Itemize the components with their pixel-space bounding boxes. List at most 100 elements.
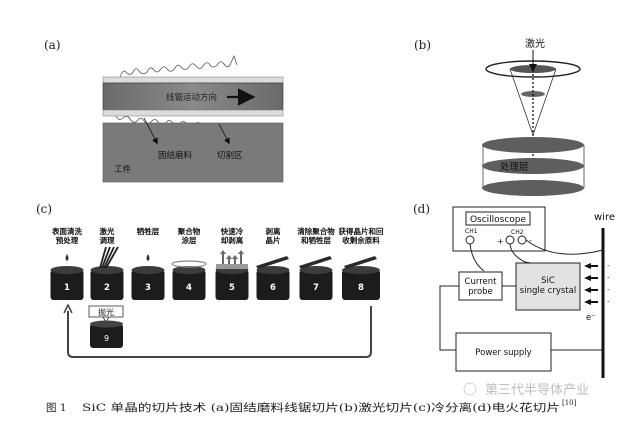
drum-top [90, 266, 124, 274]
caption-ref: [10] [562, 399, 577, 407]
step-label-line2: 调理 [100, 236, 115, 245]
left-loop-wire [439, 285, 459, 351]
drum-top [342, 266, 380, 274]
polymer-layer [216, 264, 248, 269]
drum-number: 7 [313, 283, 319, 293]
abrasive-grains-top [119, 54, 238, 78]
cone-left [509, 68, 534, 136]
workpiece-label: 工件 [114, 164, 132, 175]
step-label-line1: 表面清洗 [52, 226, 82, 236]
electron-arrow-icon [584, 287, 598, 293]
lifted-wafer [344, 256, 377, 269]
drum-top [131, 266, 165, 274]
workpiece [102, 122, 284, 183]
ch1-label: CH1 [465, 228, 478, 235]
step-label-line1: 获得晶片和回 [339, 226, 384, 236]
electron-arrow-icon [584, 263, 598, 269]
step-label-line2: 收剩余原料 [342, 235, 380, 245]
drum-body [50, 270, 84, 300]
watermark-logo-icon [463, 382, 477, 396]
panel-c-label: (c) [36, 202, 52, 216]
drum-number: 2 [104, 283, 110, 293]
step-label-line2: 和牺牲层 [301, 235, 331, 245]
drum-9-number: 9 [104, 334, 109, 343]
cylinder-top [482, 137, 584, 153]
cylinder-bottom [482, 180, 584, 196]
laser-beam-icon [105, 246, 119, 269]
step-label-line2: 涂层 [182, 235, 197, 245]
laser-beam-icon [101, 246, 111, 269]
drum-body [90, 270, 124, 300]
panel-c: (c) 表面清洗预处理1激光调理2牺牲层3聚合物涂层4快速冷却剥离5剥离晶片6清… [36, 202, 384, 358]
ch1-terminal [465, 235, 475, 245]
cut-zone-pointer [218, 123, 230, 145]
drum-number: 8 [358, 283, 364, 293]
drum-body [256, 270, 290, 300]
drum-body [131, 270, 165, 300]
processed-layer-disc [482, 158, 584, 174]
drum-body [299, 270, 333, 300]
step-label-line1: 剥离 [266, 226, 281, 236]
laser-label: 激光 [525, 37, 545, 50]
processed-layer-label: 处理层 [500, 161, 529, 173]
polish-label: 抛光 [98, 307, 114, 317]
step-label-line2: 预处理 [56, 235, 79, 245]
ch2-minus-lead [525, 239, 604, 255]
polymer-coating [171, 260, 207, 268]
power-supply-box [455, 332, 552, 372]
electron-arrow-icon [584, 299, 598, 305]
step-label-line1: 牺牲层 [137, 226, 160, 236]
wire-coating-top [102, 76, 284, 84]
sic-crystal-box [515, 262, 581, 311]
step-label-line1: 聚合物 [177, 226, 201, 236]
oscilloscope-label: Oscilloscope [470, 215, 527, 225]
power-supply-label: Power supply [475, 348, 531, 358]
caption-text: SiC 单晶的切片技术 (a)固结磨料线锯切片(b)激光切片(c)冷分离(d)电… [82, 401, 560, 414]
drum-body [172, 270, 206, 300]
drum-top [299, 266, 333, 274]
ch1-lead [469, 243, 485, 272]
cooling-arrow-head [226, 255, 232, 259]
plus-sign: + [497, 237, 504, 246]
electron-label: e⁻ [586, 313, 596, 323]
wire-coating-bottom [102, 109, 284, 117]
drum-number: 3 [145, 283, 151, 293]
current-probe-label-2: probe [468, 287, 493, 297]
laser-beam-icon [103, 246, 115, 269]
droplet-icon [146, 254, 150, 261]
step-label-line2: 却剥离 [221, 235, 244, 245]
panel-b-label: (b) [414, 38, 431, 52]
charge-mark: - [607, 262, 610, 270]
panel-d: (d) Oscilloscope CH1 CH2 + - wire Curren… [413, 202, 615, 378]
cut-zone-label: 切割区 [217, 150, 243, 161]
lifted-wafer [299, 256, 332, 269]
drum-top [172, 266, 206, 274]
charge-mark: - [607, 286, 610, 294]
drum-number: 4 [186, 283, 192, 293]
caption-prefix: 图 1 [46, 402, 67, 414]
drum-body [215, 270, 249, 300]
oscilloscope-title-box [465, 211, 531, 226]
cooling-arrow-head [220, 250, 226, 254]
panel-b: (b) 激光 处理层 [414, 37, 585, 196]
ch2-plus-terminal [505, 235, 515, 245]
step-label-line1: 清除聚合物 [297, 226, 335, 236]
ch2-label: CH2 [511, 229, 524, 236]
current-probe-label-1: Current [465, 277, 498, 287]
wire-direction-label: 线锯运动方向 [166, 92, 217, 103]
electron-arrows: - - - - [584, 262, 610, 306]
drum-number: 6 [270, 283, 276, 293]
drum-9-top [90, 320, 123, 328]
panel-d-label: (d) [413, 202, 430, 216]
charge-mark: - [607, 274, 610, 282]
ch2-plus-lead [509, 243, 532, 264]
charge-mark: - [607, 298, 610, 306]
